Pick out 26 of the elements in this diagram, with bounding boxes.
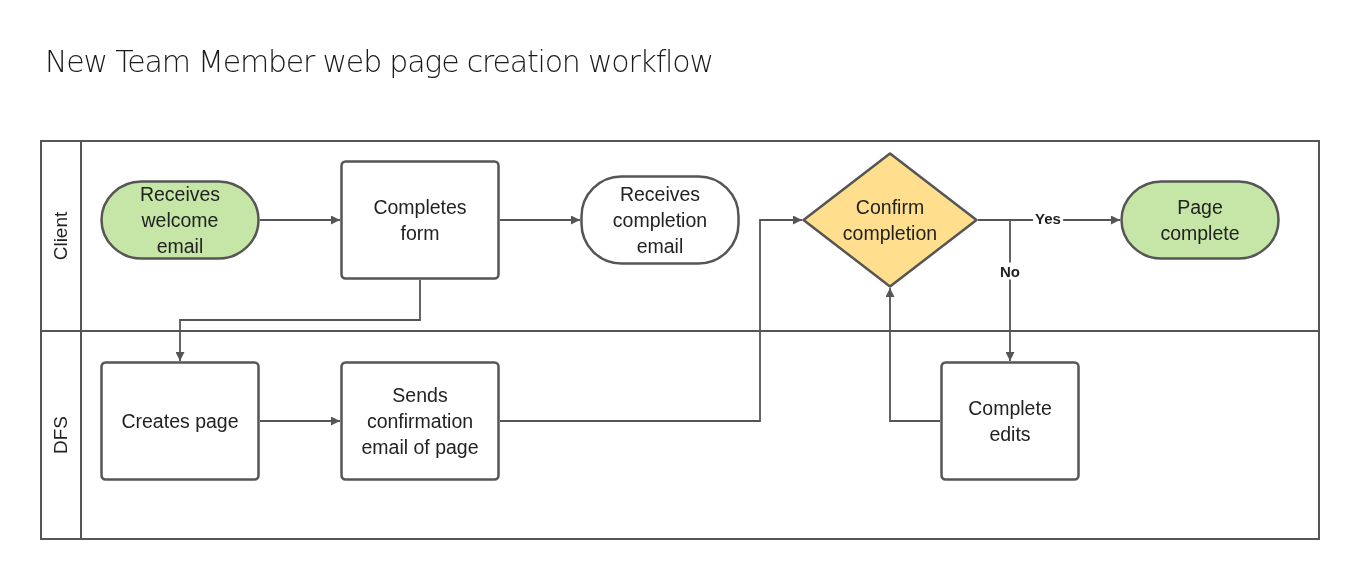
arrow: [885, 287, 941, 422]
node-label: Sends confirmation email of page: [360, 382, 480, 461]
node-label: Page complete: [1159, 194, 1241, 246]
arrow: [977, 219, 1015, 362]
arrow: [175, 279, 421, 362]
node-label: Creates page: [120, 408, 240, 434]
arrow: [259, 215, 341, 225]
process-box: [100, 361, 260, 481]
node-label: Complete edits: [967, 395, 1053, 447]
process-box: [940, 361, 1080, 481]
arrow: [499, 215, 581, 225]
diagram-title: New Team Member web page creation workflow: [45, 44, 713, 79]
node-label: Receives completion email: [611, 181, 709, 260]
swimlane: [40, 140, 1320, 332]
swimlane: [40, 330, 1320, 540]
arrow: [259, 416, 341, 426]
lane-label: DFS: [50, 416, 72, 454]
process-box: [340, 160, 500, 280]
edge-label: No: [998, 262, 1022, 280]
node-label: Receives welcome email: [138, 181, 222, 260]
arrow: [499, 215, 803, 422]
decision-diamond: [802, 152, 978, 288]
node-label: Completes form: [372, 194, 468, 246]
process-box: [340, 361, 500, 481]
node-label: Confirm completion: [841, 194, 939, 246]
lane-label: Client: [50, 211, 72, 261]
